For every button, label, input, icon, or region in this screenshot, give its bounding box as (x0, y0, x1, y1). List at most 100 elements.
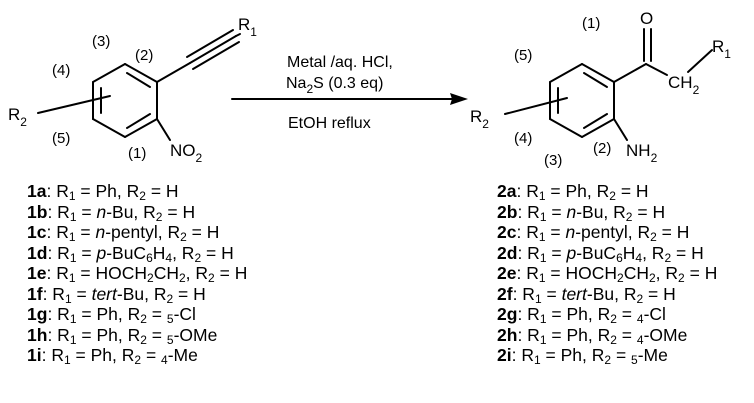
compound-id: 2b (497, 201, 518, 222)
product-locant-5: (5) (514, 47, 532, 64)
compound-id: 2i (497, 345, 512, 365)
product-entry-2a: 2a: R1 = Ph, R2 = H (497, 181, 649, 203)
r2-value: 5-Me (631, 345, 668, 367)
compound-id: 2f (497, 283, 513, 304)
compound-id: 1b (27, 201, 48, 222)
compound-id: 2a (497, 181, 517, 201)
compound-id: 1g (27, 304, 48, 324)
reactant-locant-1: (1) (128, 145, 146, 162)
r1-value: HOCH2CH2 (565, 263, 656, 285)
amine-bond (613, 118, 628, 141)
conditions-line-2: Na2S (0.3 eq) (286, 75, 383, 96)
product-entry-2i: 2i: R1 = Ph, R2 = 5-Me (497, 345, 668, 367)
reactant-entry-1a: 1a: R1 = Ph, R2 = H (27, 181, 179, 203)
reactant-r2-bond (37, 95, 111, 114)
compound-id: 2h (497, 324, 518, 345)
product-r2-label: R2 (470, 107, 489, 131)
product-locant-1: (1) (582, 15, 600, 32)
nitro-bond (156, 118, 171, 141)
r2-value: H (206, 222, 220, 242)
reactant-locant-4: (4) (52, 62, 70, 79)
product-r1-bond (687, 49, 713, 73)
amine-group-label: NH2 (626, 141, 658, 165)
reactant-entry-1h: 1h: R1 = Ph, R2 = 5-OMe (27, 324, 218, 347)
r1-value: p-BuC6H4 (96, 242, 173, 265)
r2-value: H (663, 283, 676, 304)
reactant-r2-label: R2 (8, 105, 27, 129)
compound-id: 1d (27, 242, 48, 263)
r2-value: H (635, 181, 649, 201)
product-entry-2f: 2f: R1 = tert-Bu, R2 = H (497, 283, 676, 306)
compound-id: 1a (27, 181, 47, 201)
compound-id: 2d (497, 242, 518, 263)
product-r1-label: R1 (712, 37, 731, 61)
reactant-locant-2: (2) (135, 47, 153, 64)
r2-value: H (193, 283, 206, 304)
r2-value: 4-OMe (636, 324, 688, 347)
product-entry-2d: 2d: R1 = p-BuC6H4, R2 = H (497, 242, 704, 265)
r1-value: HOCH2CH2 (95, 263, 186, 285)
r1-value: Ph (565, 181, 587, 201)
r2-value: 4-Cl (636, 304, 666, 326)
compound-id: 1c (27, 222, 47, 242)
compound-id: 2e (497, 263, 517, 283)
r1-value: Ph (95, 181, 117, 201)
reactant-entry-1f: 1f: R1 = tert-Bu, R2 = H (27, 283, 206, 306)
product-entry-2c: 2c: R1 = n-pentyl, R2 = H (497, 222, 690, 244)
r2-value: H (676, 222, 690, 242)
r1-value: Ph (96, 304, 118, 324)
reactant-r1-label: R1 (238, 15, 257, 39)
reactant-entry-1d: 1d: R1 = p-BuC6H4, R2 = H (27, 242, 234, 265)
r2-value: H (652, 201, 666, 222)
carbonyl-oxygen-label: O (640, 9, 653, 28)
product-locant-3: (3) (544, 152, 562, 169)
compound-id: 1f (27, 283, 43, 304)
r1-value: Ph (566, 324, 588, 345)
reactant-entry-1b: 1b: R1 = n-Bu, R2 = H (27, 201, 196, 224)
reactant-entry-1c: 1c: R1 = n-pentyl, R2 = H (27, 222, 220, 244)
r1-value: p-BuC6H4 (566, 242, 643, 265)
r2-value: H (691, 242, 704, 263)
product-entry-2b: 2b: R1 = n-Bu, R2 = H (497, 201, 666, 224)
r1-value: Ph (90, 345, 113, 365)
product-locant-2: (2) (593, 140, 611, 157)
compound-id: 2c (497, 222, 517, 242)
reactant-locant-3: (3) (92, 33, 110, 50)
r1-value: n-Bu (566, 201, 604, 222)
carbonyl-group: O (613, 9, 668, 83)
compound-id: 2g (497, 304, 518, 324)
r1-value: n-Bu (96, 201, 134, 222)
r1-value: tert-Bu (561, 283, 615, 304)
compound-id: 1i (27, 345, 42, 365)
r2-value: H (165, 181, 179, 201)
methylene-label: CH2 (668, 73, 700, 97)
product-structure: O CH2 R1 NH2 R2 (1) (2) (3) (4) (5) (470, 9, 731, 169)
product-entry-2g: 2g: R1 = Ph, R2 = 4-Cl (497, 304, 666, 326)
reactant-structure: R1 NO2 R2 (1) (2) (3) (4) (5) (8, 15, 257, 165)
r1-value: Ph (560, 345, 583, 365)
r2-value: 4-Me (161, 345, 198, 367)
nitro-group-label: NO2 (170, 141, 203, 165)
reactant-benzene-ring (92, 63, 158, 138)
compound-id: 1h (27, 324, 48, 345)
r1-value: Ph (566, 304, 588, 324)
product-benzene-ring (549, 63, 615, 138)
r2-value: H (704, 263, 718, 283)
r1-value: Ph (96, 324, 118, 345)
r2-value: 5-Cl (166, 304, 196, 326)
reactant-position-locants: (1) (2) (3) (4) (5) (52, 33, 153, 162)
product-entry-2h: 2h: R1 = Ph, R2 = 4-OMe (497, 324, 688, 347)
r2-value: H (234, 263, 248, 283)
product-entry-2e: 2e: R1 = HOCH2CH2, R2 = H (497, 263, 718, 285)
reactant-entry-1i: 1i: R1 = Ph, R2 = 4-Me (27, 345, 198, 367)
r2-value: H (182, 201, 196, 222)
reactant-locant-5: (5) (52, 130, 70, 147)
reactant-r1-bond (235, 33, 241, 37)
alkyne-triple-bond (156, 29, 240, 83)
reaction-arrow (231, 93, 468, 105)
conditions-line-3: EtOH reflux (288, 115, 371, 132)
product-position-locants: (1) (2) (3) (4) (5) (514, 15, 611, 169)
